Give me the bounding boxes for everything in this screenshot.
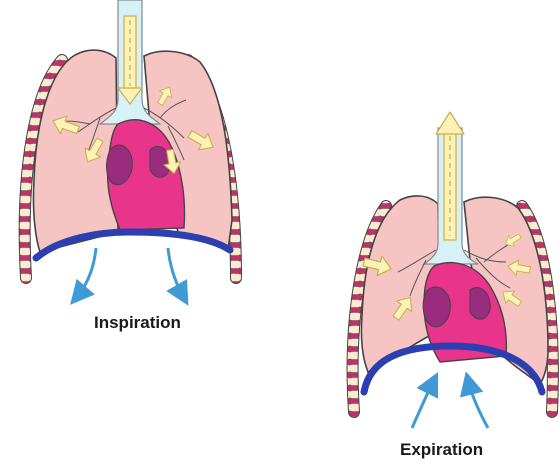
motion-arrow [468, 380, 488, 428]
diaphragm-motion-arrows [76, 248, 184, 298]
motion-arrow [412, 380, 434, 428]
expiration-caption: Expiration [400, 440, 483, 460]
motion-arrow [76, 248, 96, 298]
motion-arrow [168, 248, 184, 298]
inspiration-panel [25, 0, 236, 298]
diaphragm-motion-arrows [412, 380, 488, 428]
inspiration-caption: Inspiration [94, 313, 181, 333]
expiration-panel [353, 112, 553, 428]
